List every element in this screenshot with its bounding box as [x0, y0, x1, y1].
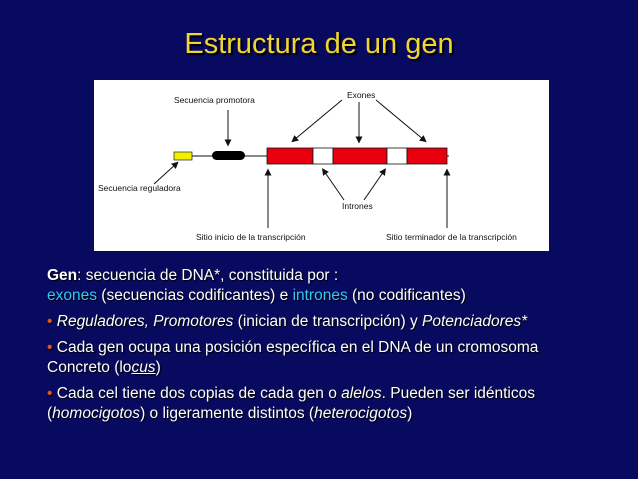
exon-1 [266, 147, 314, 165]
bullet-position: • Cada gen ocupa una posición específica… [47, 339, 539, 376]
label-regulatory: Secuencia reguladora [98, 183, 181, 193]
arrow-exon-1 [291, 99, 343, 143]
slide-body: Gen: secuencia de DNA*, constituida por … [47, 266, 622, 424]
label-exons: Exones [347, 90, 375, 100]
arrow-intron-1 [322, 168, 345, 201]
label-terminator: Sitio terminador de la transcripción [386, 232, 517, 242]
bullet-regulators: • Reguladores, Promotores (inician de tr… [47, 313, 528, 330]
bullet-alleles: • Cada cel tiene dos copias de cada gen … [47, 385, 535, 422]
gene-structure-diagram: Secuencia promotora Exones Secuencia reg… [94, 80, 549, 251]
regulatory-sequence-box [173, 151, 193, 161]
slide-title: Estructura de un gen [184, 28, 454, 60]
promoter-box [212, 151, 245, 160]
label-introns: Intrones [342, 201, 373, 211]
label-promoter: Secuencia promotora [174, 95, 255, 105]
label-start: Sitio inicio de la transcripción [196, 232, 306, 242]
exon-2 [332, 147, 388, 165]
exon-3 [406, 147, 448, 165]
intron-2 [386, 147, 408, 165]
gen-definition: Gen: secuencia de DNA*, constituida por … [47, 267, 339, 284]
intron-1 [312, 147, 334, 165]
arrow-intron-2 [363, 168, 386, 201]
arrow-regulatory [153, 161, 179, 185]
exons-introns-line: exones (secuencias codificantes) e intro… [47, 287, 466, 304]
arrow-exon-3 [375, 99, 427, 143]
